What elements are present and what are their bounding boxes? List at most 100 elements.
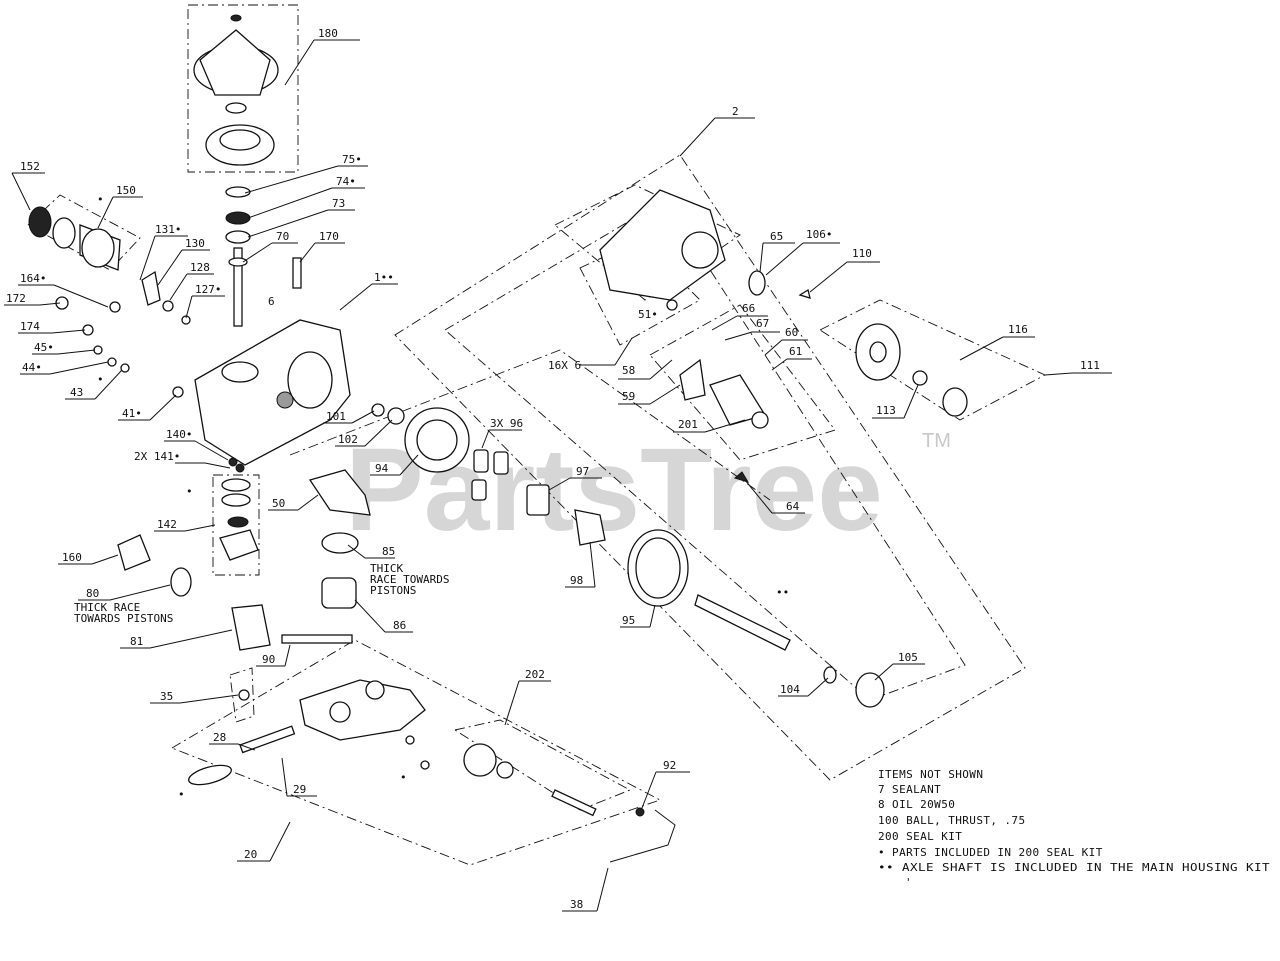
notes-line: 100 BALL, THRUST, .75 [878, 814, 1025, 827]
callout-130: 130 [185, 237, 205, 250]
callout-160: 160 [62, 551, 82, 564]
notes-line: • PARTS INCLUDED IN 200 SEAL KIT [878, 846, 1103, 859]
callout-152: 152 [20, 160, 40, 173]
callout-6: 6 [268, 295, 275, 308]
callout-174: 174 [20, 320, 40, 333]
callout-97: 97 [576, 465, 589, 478]
watermark-trademark: TM [922, 430, 951, 452]
gears-and-shafts [308, 407, 885, 708]
callout-60: 60 [785, 326, 798, 339]
callout-43: 43 [70, 386, 83, 399]
callout-16x6: 16X 6 [548, 359, 581, 372]
small-parts-left [55, 270, 405, 425]
callout-116: 116 [1008, 323, 1028, 336]
callout-106: 106• [806, 228, 833, 241]
callout-113: 113 [876, 404, 896, 417]
callout-dot-142: • [186, 485, 193, 498]
callout-80: 80 [86, 587, 99, 600]
callout-201: 201 [678, 418, 698, 431]
callout-131: 131• [155, 223, 182, 236]
side-cover [599, 189, 811, 483]
callout-65: 65 [770, 230, 783, 243]
callout-96: 3X 96 [490, 417, 523, 430]
callout-127: 127• [195, 283, 222, 296]
callout-dotdot-axle: •• [776, 586, 789, 599]
callout-202: 202 [525, 668, 545, 681]
callout-141: 2X 141• [134, 450, 180, 463]
notes-line: 7 SEALANT [878, 783, 941, 796]
callout-66: 66 [742, 302, 755, 315]
callout-85: 85 [382, 545, 395, 558]
callout-dot-20: • [178, 788, 185, 801]
callout-dot-150: • [97, 193, 104, 206]
callout-75: 75• [342, 153, 362, 166]
callout-90: 90 [262, 653, 275, 666]
callout-74: 74• [336, 175, 356, 188]
callout-61: 61 [789, 345, 802, 358]
callout-51: 51• [638, 308, 658, 321]
item35-box [229, 667, 255, 723]
callout-81: 81 [130, 635, 143, 648]
callout-170: 170 [319, 230, 339, 243]
callout-98: 98 [570, 574, 583, 587]
gear-shaft-axis [289, 349, 771, 501]
callout-dot-43: • [97, 373, 104, 386]
callout-44: 44• [22, 361, 42, 374]
callout-73: 73 [332, 197, 345, 210]
callout-142: 142 [157, 518, 177, 531]
notes-line: •• AXLE SHAFT IS INCLUDED IN THE MAIN HO… [878, 861, 1270, 874]
assembly-outlines [27, 4, 1047, 866]
motor-parts [117, 534, 353, 701]
callout-50: 50 [272, 497, 285, 510]
callout-86: 86 [393, 619, 406, 632]
bracket-201-box [649, 304, 836, 461]
callout-150: 150 [116, 184, 136, 197]
callout-180: 180 [318, 27, 338, 40]
callout-38: 38 [570, 898, 583, 911]
callout-45: 45• [34, 341, 54, 354]
callout-164: 164• [20, 272, 47, 285]
center-section [187, 679, 676, 863]
filter-parts [28, 206, 121, 271]
notes-line: ' [905, 876, 912, 889]
input-shaft-parts [225, 186, 302, 327]
callout-110: 110 [852, 247, 872, 260]
cover-box [554, 184, 741, 301]
callout-labels: 180 75• 74• 73 70 170 1•• 6 152 150 • 13… [6, 27, 1100, 911]
callout-28: 28 [213, 731, 226, 744]
callout-20: 20 [244, 848, 257, 861]
callout-64: 64 [786, 500, 800, 513]
notes-title: ITEMS NOT SHOWN [878, 768, 983, 781]
callout-140: 140• [166, 428, 193, 441]
main-housing-box-inner [444, 199, 966, 701]
callout-104: 104 [780, 683, 800, 696]
callout-172: 172 [6, 292, 26, 305]
hub-111-box [819, 299, 1047, 421]
fan-assembly [193, 14, 279, 166]
center-section-box [170, 639, 662, 866]
leader-lines [4, 39, 1112, 912]
callout-95: 95 [622, 614, 635, 627]
callout-92: 92 [663, 759, 676, 772]
callout-35: 35 [160, 690, 173, 703]
notes-line: 8 OIL 20W50 [878, 798, 955, 811]
charge-pump [219, 457, 259, 561]
callout-70: 70 [276, 230, 289, 243]
callout-67: 67 [756, 317, 769, 330]
callout-58: 58 [622, 364, 635, 377]
callout-29: 29 [293, 783, 306, 796]
callout-101: 101 [326, 410, 346, 423]
notes-line: 200 SEAL KIT [878, 830, 962, 843]
callout-102: 102 [338, 433, 358, 446]
callout-111: 111 [1080, 359, 1100, 372]
callout-94: 94 [375, 462, 389, 475]
fan-assembly-box [187, 4, 299, 173]
callout-dot-29: • [400, 771, 407, 784]
main-housing [194, 319, 351, 466]
callout-41: 41• [122, 407, 142, 420]
callout-59: 59 [622, 390, 635, 403]
callout-105: 105 [898, 651, 918, 664]
items-not-shown-notes: ITEMS NOT SHOWN 7 SEALANT 8 OIL 20W50 10… [878, 768, 1270, 889]
